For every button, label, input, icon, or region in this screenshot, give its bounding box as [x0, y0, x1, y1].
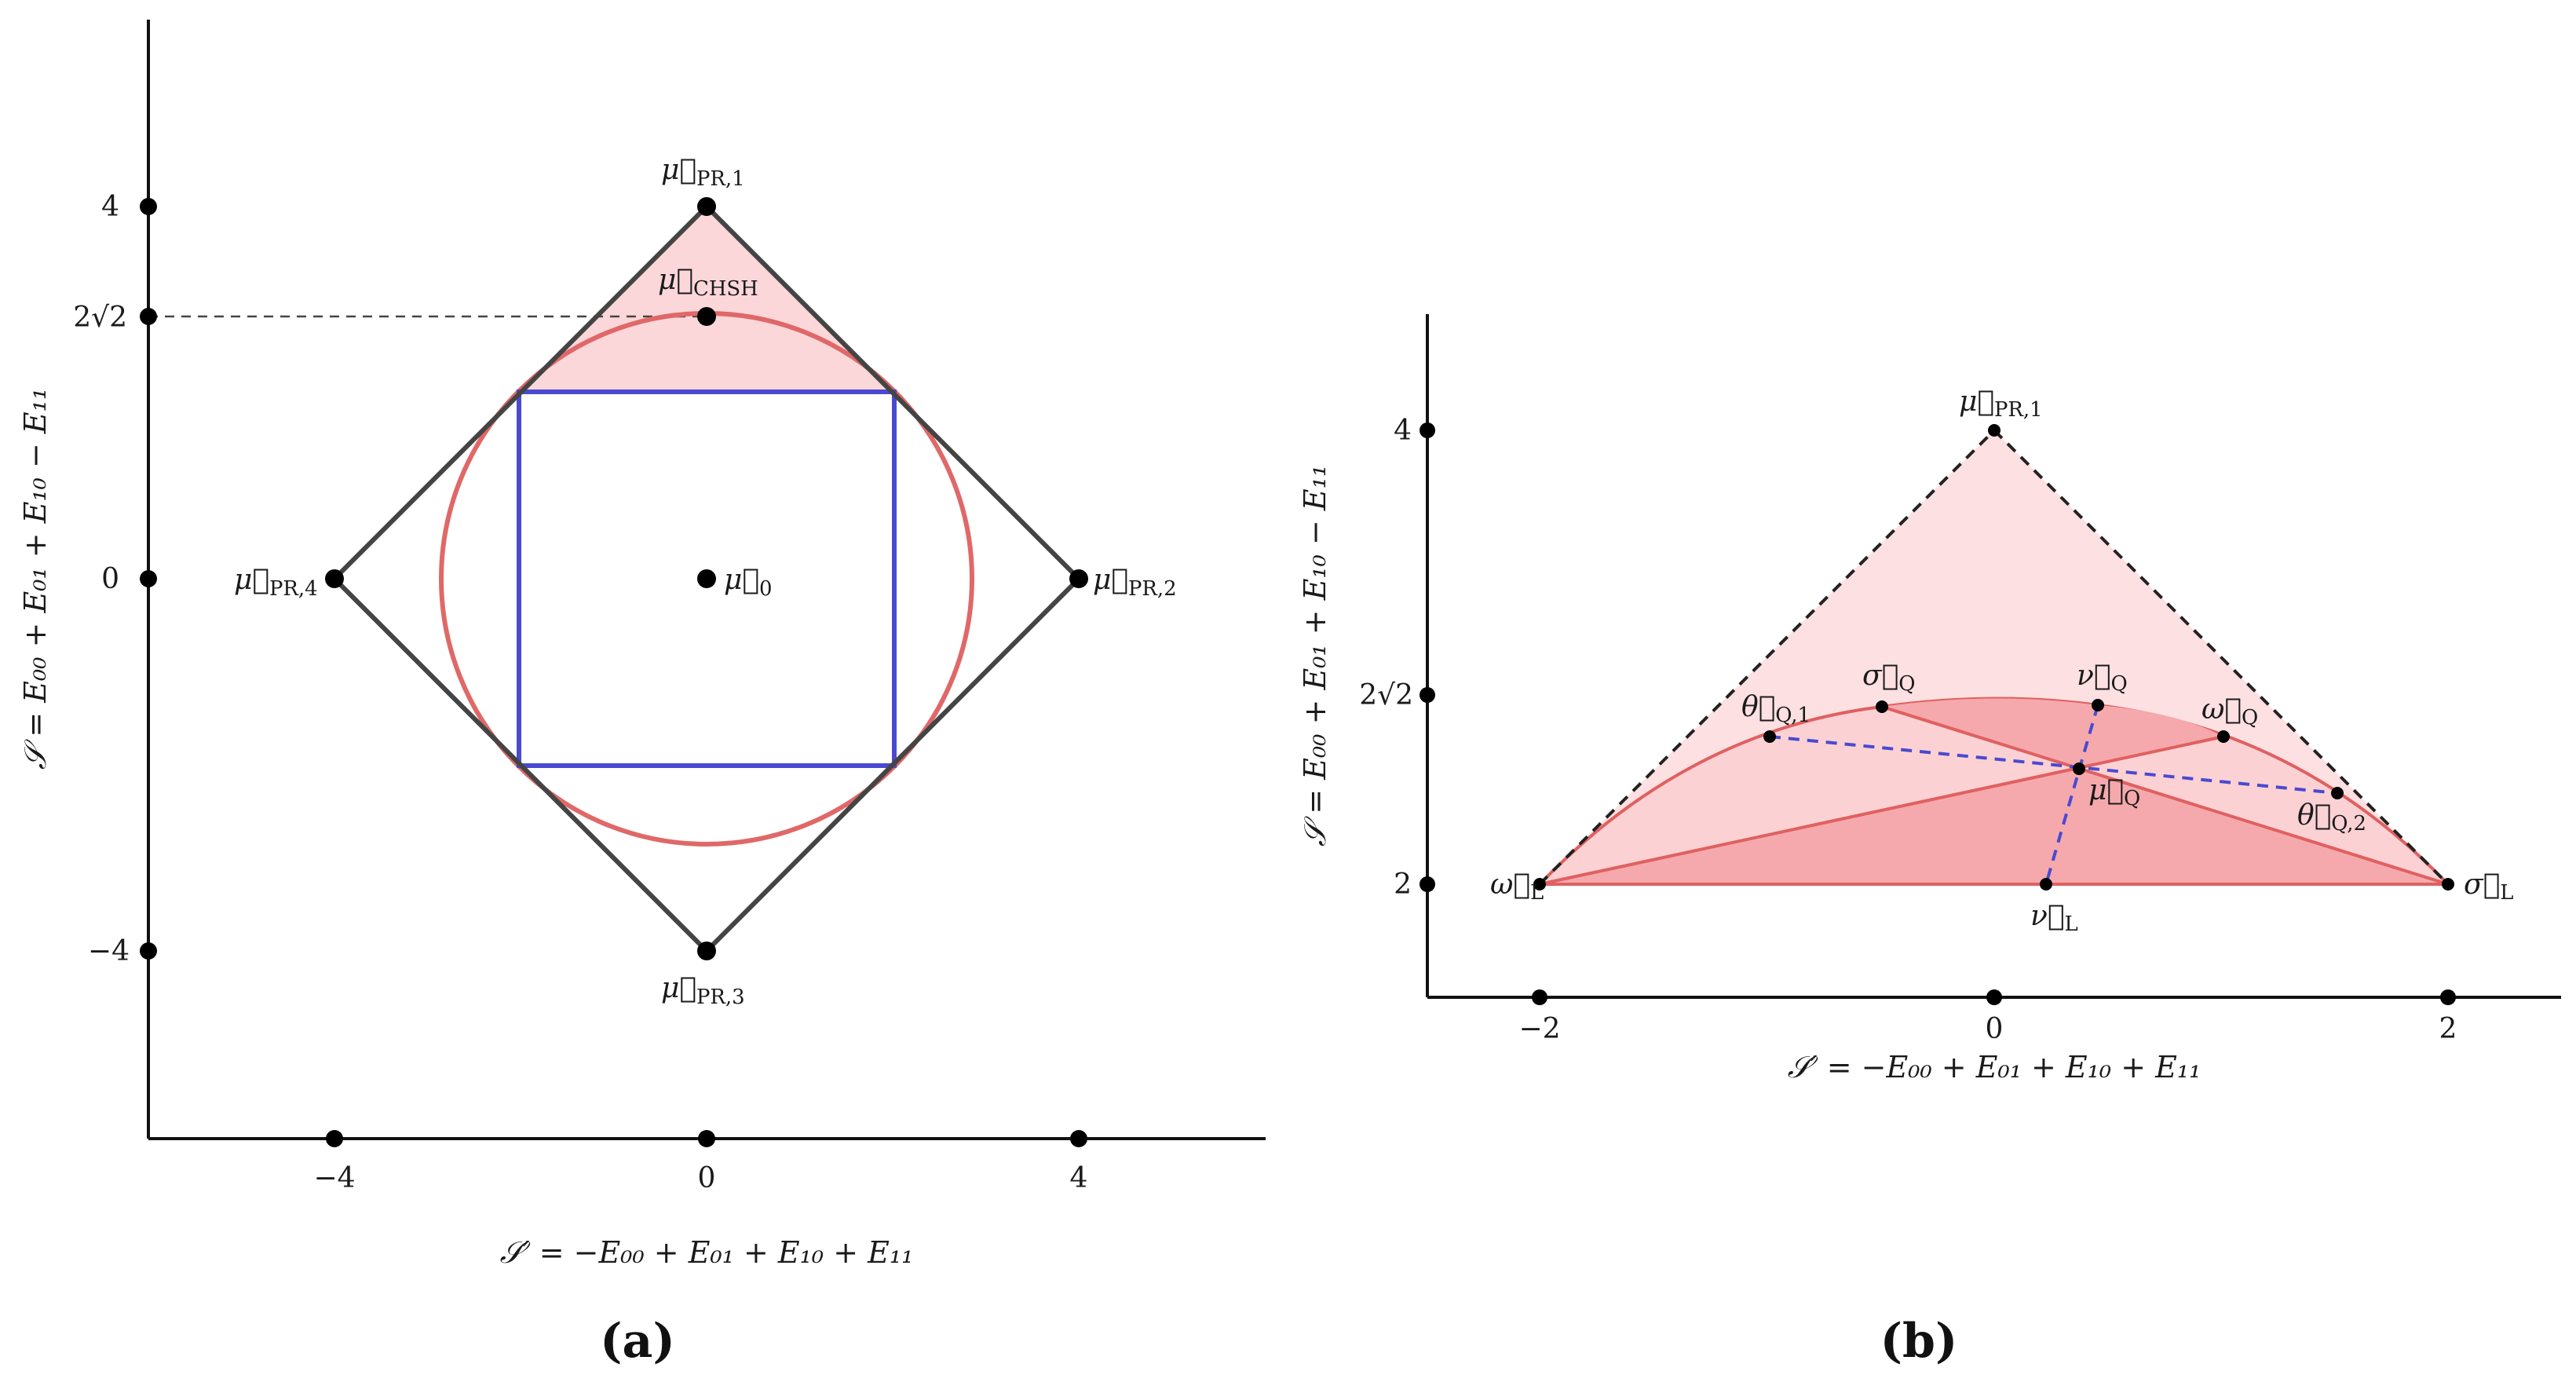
point-sigma-l [2442, 878, 2454, 890]
label-theta-q1: θ⃗Q,1 [1741, 691, 1811, 727]
chord-sigmaQ-sigmaL [1881, 705, 2449, 886]
x-tick-dot [1532, 989, 1547, 1005]
x-tick-label: 4 [1070, 1162, 1088, 1194]
point-nu-q [2092, 699, 2104, 711]
blue-dashed-theta [1769, 735, 2338, 795]
y-tick-dot [140, 570, 157, 587]
chord-omegaL-omegaQ [1539, 735, 2224, 886]
label-pr2: μ⃗PR,2 [1093, 564, 1177, 601]
point-theta-q1 [1763, 730, 1776, 743]
point-pr2 [1069, 569, 1088, 588]
point-nu-l [2040, 878, 2052, 890]
dark-region-lower [1540, 769, 2448, 884]
label-zero: μ⃗0 [724, 564, 772, 601]
point-pr4 [325, 569, 344, 588]
x-tick-dot [2440, 989, 2456, 1005]
x-tick-dot [1986, 989, 2002, 1005]
dashed-edge-right [1993, 429, 2450, 886]
label-mu-q: μ⃗Q [2088, 774, 2140, 810]
dashed-edge-left [1538, 429, 1996, 886]
label-omega-q: ω⃗Q [2201, 693, 2258, 730]
y-tick-dot [140, 308, 157, 325]
point-pr1 [697, 197, 716, 216]
panel-a: 4 2√2 0 −4 −4 0 4 𝒮′ = −E₀₀ + E₀₁ + E₁₀ … [18, 20, 1266, 1369]
x-tick-label: 0 [1986, 1013, 2004, 1045]
label-chsh: μ⃗CHSH [658, 264, 758, 301]
point-omega-l [1533, 878, 1546, 890]
blue-dashed-nu [2044, 704, 2099, 885]
point-sigma-q [1876, 700, 1888, 713]
point-pr1-b [1988, 424, 2001, 437]
y-tick-label: −4 [88, 935, 130, 967]
quantum-cap-region [519, 314, 894, 392]
label-pr3: μ⃗PR,3 [661, 972, 745, 1009]
label-omega-l: ω⃗L [1490, 869, 1544, 905]
point-pr3 [697, 942, 716, 960]
point-mu-q [2073, 762, 2085, 775]
y-tick-label: 4 [1394, 415, 1412, 447]
point-theta-q2 [2331, 787, 2344, 799]
x-tick-dot [1070, 1130, 1087, 1147]
caption-b: (b) [1880, 1314, 1958, 1369]
y-tick-label: 4 [101, 191, 119, 223]
y-tick-label: 2√2 [73, 302, 127, 334]
y-tick-dot [1420, 876, 1435, 892]
label-pr1-b: μ⃗PR,1 [1959, 386, 2043, 422]
y-tick-label: 0 [101, 563, 119, 595]
label-pr4: μ⃗PR,4 [234, 564, 318, 601]
x-axis-label-a: 𝒮′ = −E₀₀ + E₀₁ + E₁₀ + E₁₁ [500, 1235, 914, 1270]
x-tick-label: −4 [313, 1162, 355, 1194]
point-omega-q [2217, 730, 2230, 743]
y-tick-dot [1420, 422, 1435, 438]
y-axis-label-b: 𝒮 = E₀₀ + E₀₁ + E₁₀ − E₁₁ [1298, 465, 1332, 847]
x-tick-dot [698, 1130, 715, 1147]
y-tick-dot [140, 198, 157, 215]
y-tick-label: 2 [1394, 869, 1412, 901]
label-sigma-l: σ⃗L [2464, 869, 2513, 905]
panel-b: 4 2√2 2 −2 0 2 𝒮′ = −E₀₀ + E₀₁ + E₁₀ + E… [1298, 314, 2561, 1369]
y-tick-dot [140, 942, 157, 960]
caption-a: (a) [600, 1314, 675, 1369]
dark-region-upper [1882, 698, 2223, 769]
y-tick-dot [1420, 687, 1435, 703]
label-sigma-q: σ⃗Q [1862, 660, 1915, 696]
local-square [517, 389, 897, 768]
x-tick-label: 2 [2439, 1013, 2457, 1045]
label-nu-l: ν⃗L [2030, 900, 2078, 936]
label-nu-q: ν⃗Q [2077, 660, 2128, 696]
y-axis-label-a: 𝒮 = E₀₀ + E₀₁ + E₁₀ − E₁₁ [18, 388, 53, 770]
label-theta-q2: θ⃗Q,2 [2297, 799, 2366, 836]
x-axis-label-b: 𝒮′ = −E₀₀ + E₀₁ + E₁₀ + E₁₁ [1788, 1050, 2201, 1084]
point-chsh [697, 307, 716, 326]
label-pr1: μ⃗PR,1 [661, 154, 745, 191]
x-tick-dot [326, 1130, 343, 1147]
x-tick-label: 0 [698, 1162, 716, 1194]
y-tick-label: 2√2 [1359, 679, 1413, 711]
x-tick-label: −2 [1518, 1013, 1560, 1045]
point-origin [697, 569, 716, 588]
